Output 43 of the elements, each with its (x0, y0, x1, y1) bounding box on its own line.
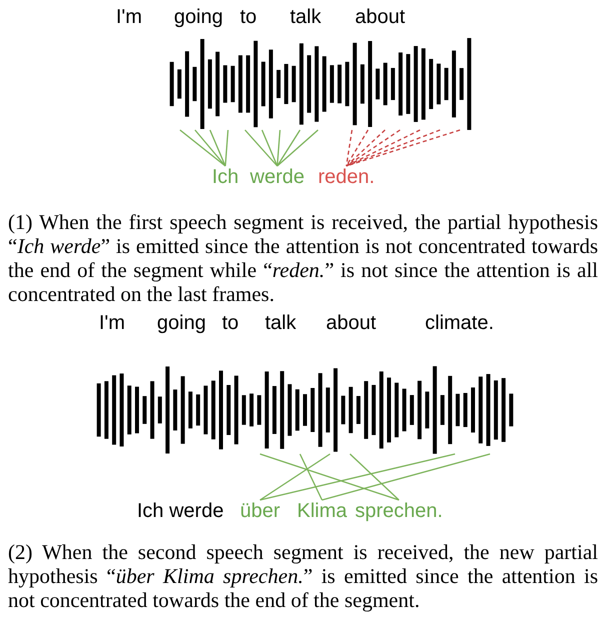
attention-line (194, 130, 226, 166)
attention-line (346, 129, 420, 167)
word-label: reden. (318, 166, 375, 188)
word-label: climate. (425, 312, 494, 334)
word-label: going (157, 312, 206, 334)
waveform-drawing (168, 38, 473, 130)
attention-line (346, 129, 440, 167)
attention-line (180, 130, 226, 166)
attention-line (276, 130, 301, 166)
attention-line (261, 130, 278, 166)
word-label: sprechen. (355, 500, 443, 522)
attention-line (322, 453, 490, 501)
attention-line (276, 130, 281, 166)
attention-line (260, 453, 330, 501)
word-label: talk (290, 6, 322, 28)
attention-line (260, 453, 400, 501)
word-label: I'm (116, 6, 142, 28)
attention-line (346, 130, 386, 166)
word-label: werde (250, 166, 304, 188)
attention-line (350, 454, 400, 500)
word-label: to (240, 6, 257, 28)
attention-line (346, 130, 369, 166)
word-label: about (355, 6, 406, 28)
attention-line (346, 130, 353, 166)
attention-line (299, 454, 323, 500)
attention-line (224, 130, 229, 166)
word-label: Ich werde (137, 500, 224, 522)
word-label: I'm (99, 312, 126, 334)
waveform-drawing (95, 366, 515, 454)
word-label: talk (265, 312, 296, 334)
word-label: Klima (297, 500, 348, 522)
attention-line (260, 453, 456, 501)
word-label: about (326, 312, 376, 334)
attention-line (209, 130, 226, 166)
attention-line (346, 129, 400, 167)
caption-text: (2) When the second speech segment is received, the new partial hypothesis “über Klima sprechen.” is emitted since the attention is not concentrated towards the end of the segment. (8, 540, 598, 612)
word-label: über (240, 500, 280, 522)
word-label: to (222, 312, 239, 334)
word-label: going (174, 6, 223, 28)
word-label: Ich (212, 166, 239, 188)
caption-text: (1) When the first speech segment is received, the partial hypothesis “Ich werde” is emitted since the attention is not concentrated towards the end of the segment while “reden.” is not since the attention is all concentrated on the last frames. (8, 210, 598, 306)
attention-line (276, 130, 318, 166)
attention-line (244, 130, 278, 166)
